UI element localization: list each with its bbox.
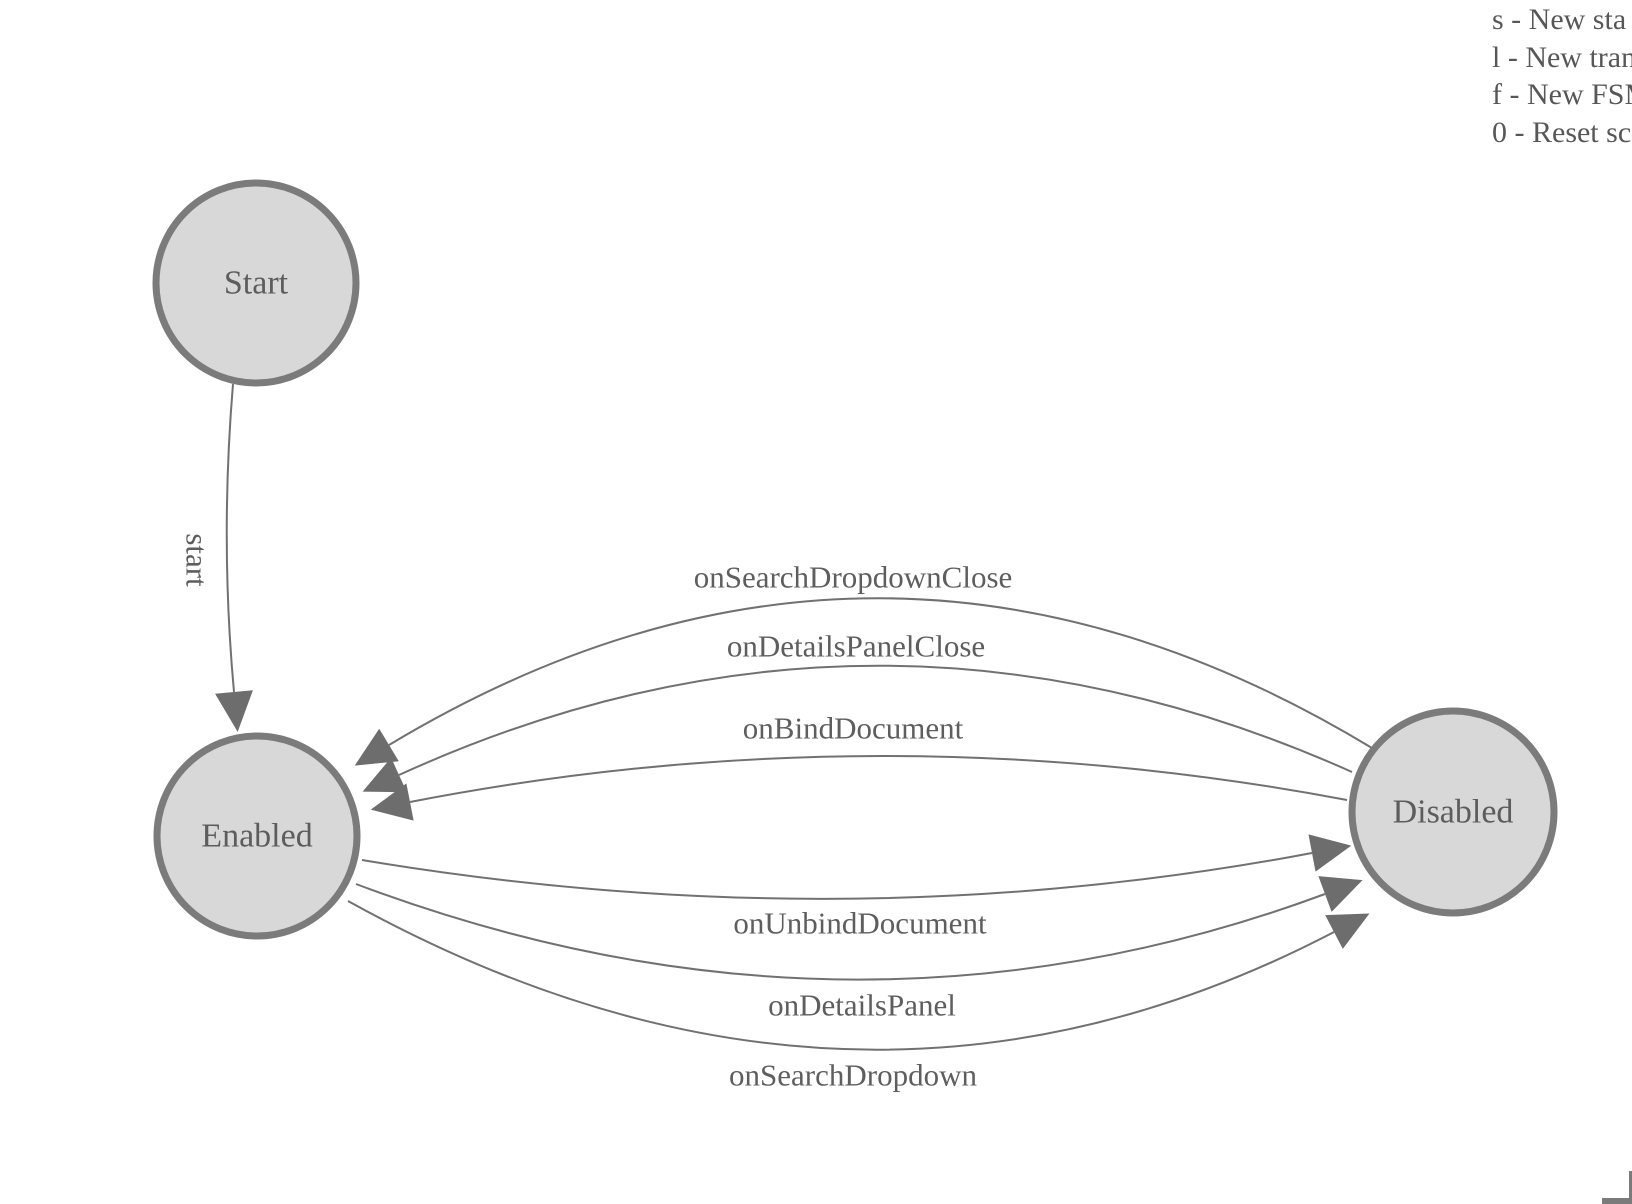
transition-label[interactable]: onUnbindDocument	[733, 906, 987, 941]
shortcut-legend: s - New sta l - New tran f - New FSM 0 -…	[1492, 1, 1632, 151]
clipped-corner-shape-vertical	[1629, 1171, 1632, 1204]
state-label: Start	[224, 265, 289, 302]
legend-line-new-fsm: f - New FSM	[1492, 78, 1632, 112]
arrowhead-icon	[215, 690, 253, 732]
legend-line-new-state: s - New sta	[1492, 3, 1627, 36]
transition-path[interactable]	[388, 597, 1373, 749]
state-label: Enabled	[201, 818, 312, 855]
transition-path[interactable]	[347, 900, 1335, 1051]
transition-onBindDocument[interactable]: onBindDocument	[370, 711, 1348, 821]
legend-line-new-transition: l - New tran	[1492, 40, 1632, 74]
arrowhead-icon	[1308, 834, 1352, 872]
state-circle[interactable]	[152, 179, 360, 387]
transition-onSearchDropdownClose[interactable]: onSearchDropdownClose	[354, 560, 1373, 766]
transition-onDetailsPanel[interactable]: onDetailsPanel	[355, 876, 1363, 1023]
state-circle[interactable]	[153, 732, 361, 940]
transition-label[interactable]: onBindDocument	[743, 711, 964, 746]
state-node-enabled[interactable]: Enabled	[153, 732, 361, 940]
transition-path[interactable]	[355, 883, 1326, 981]
arrowhead-icon	[362, 757, 407, 793]
legend-line-reset: 0 - Reset sc	[1492, 115, 1632, 149]
transition-label[interactable]: onDetailsPanel	[768, 988, 956, 1023]
arrowhead-icon	[1325, 913, 1370, 949]
clipped-corner-shape-horizontal	[1602, 1198, 1632, 1204]
transitions-layer: start onSearchDropdownClose onDetailsPanel…	[180, 383, 1373, 1093]
transition-onSearchDropdown[interactable]: onSearchDropdown	[347, 900, 1370, 1093]
transition-path[interactable]	[361, 852, 1313, 900]
transition-start[interactable]: start	[180, 383, 253, 732]
transition-label[interactable]: onDetailsPanelClose	[727, 629, 985, 664]
transition-label[interactable]: start	[180, 533, 215, 587]
transition-label[interactable]: onSearchDropdownClose	[694, 560, 1013, 595]
state-circle[interactable]	[1348, 707, 1558, 917]
transition-label[interactable]: onSearchDropdown	[729, 1058, 977, 1093]
transition-path[interactable]	[409, 755, 1348, 803]
state-node-disabled[interactable]: Disabled	[1348, 707, 1558, 917]
state-label: Disabled	[1393, 794, 1514, 831]
transition-onDetailsPanelClose[interactable]: onDetailsPanelClose	[362, 629, 1353, 793]
arrowhead-icon	[1318, 876, 1363, 912]
arrowhead-icon	[354, 728, 399, 766]
arrowhead-icon	[370, 783, 414, 821]
transition-path[interactable]	[225, 383, 235, 693]
transition-path[interactable]	[398, 664, 1353, 776]
transition-onUnbindDocument[interactable]: onUnbindDocument	[361, 834, 1352, 941]
state-node-start[interactable]: Start	[152, 179, 360, 387]
